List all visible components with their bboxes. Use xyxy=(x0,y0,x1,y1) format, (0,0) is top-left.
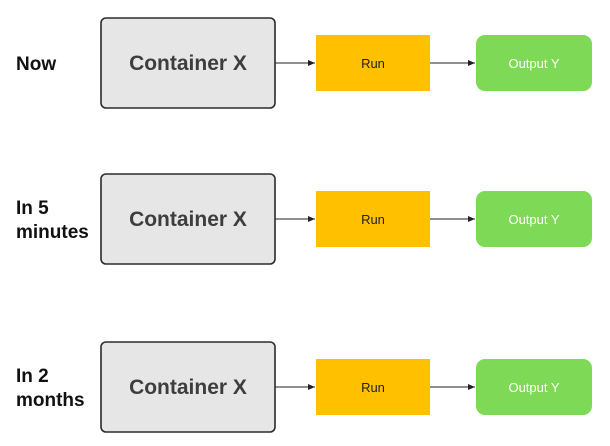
run-box xyxy=(316,359,430,415)
row-label: In 5 minutes xyxy=(16,198,89,243)
container-label: Container X xyxy=(129,208,247,231)
run-label: Run xyxy=(361,212,385,227)
run-label: Run xyxy=(361,380,385,395)
row-label: Now xyxy=(16,54,56,75)
run-box xyxy=(316,35,430,91)
row-label-line: Now xyxy=(16,54,56,75)
output-label: Output Y xyxy=(508,56,559,71)
output-box xyxy=(476,191,592,247)
row-label: In 2 months xyxy=(16,366,85,411)
timeline-row: In 2 months Container X Run Output Y xyxy=(16,341,592,433)
output-label: Output Y xyxy=(508,380,559,395)
run-label: Run xyxy=(361,56,385,71)
row-label-line: In 5 xyxy=(16,198,49,219)
container-label: Container X xyxy=(129,52,247,75)
output-box xyxy=(476,35,592,91)
output-box xyxy=(476,359,592,415)
run-box xyxy=(316,191,430,247)
output-label: Output Y xyxy=(508,212,559,227)
row-label-line: months xyxy=(16,390,85,411)
timeline-row: In 5 minutes Container X Run Output Y xyxy=(16,173,592,265)
container-label: Container X xyxy=(129,376,247,399)
timeline-row: Now Container X Run Output Y xyxy=(16,17,592,109)
row-label-line: minutes xyxy=(16,222,89,243)
row-label-line: In 2 xyxy=(16,366,49,387)
